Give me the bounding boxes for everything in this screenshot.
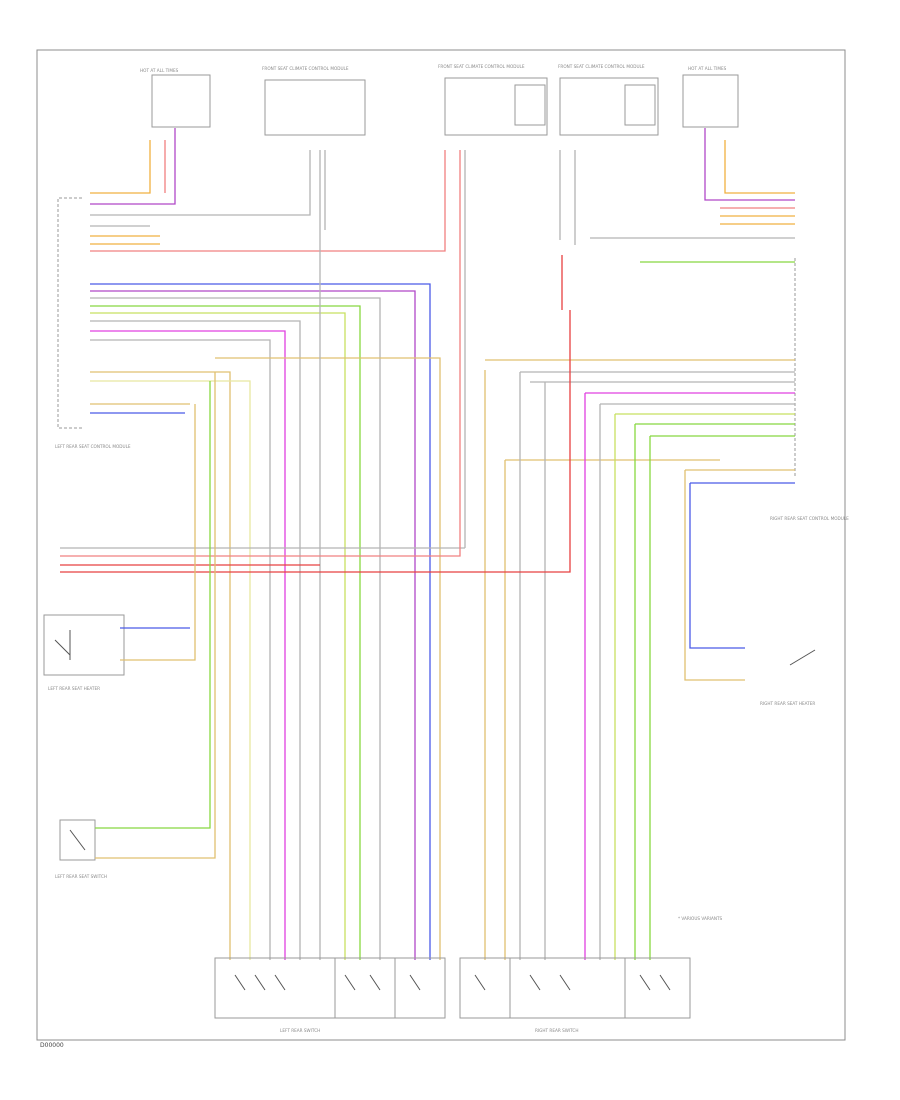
wire-left-switch-green <box>95 381 211 829</box>
hot-at-all-times-right-label: HOT AT ALL TIMES <box>688 66 727 71</box>
wire-middle-red-2 <box>60 310 571 573</box>
wire-tan-long-top <box>215 357 441 960</box>
diagram-border <box>36 49 846 1041</box>
left-rear-seat-switch-small: LEFT REAR SEAT SWITCH <box>55 819 107 879</box>
left-rear-seat-heater-switch: LEFT REAR SEAT HEATER <box>43 614 125 691</box>
hot-at-all-times-left-label: HOT AT ALL TIMES <box>140 68 179 73</box>
right-rear-switch-label: RIGHT REAR SWITCH <box>535 1028 579 1033</box>
wire-tan-left-1 <box>90 371 231 960</box>
left-rear-seat-module-label: LEFT REAR SEAT CONTROL MODULE <box>55 444 131 449</box>
right-rear-seat-heater-switch: RIGHT REAR SEAT HEATER <box>760 649 815 706</box>
wire-right-hot-orange <box>724 140 795 194</box>
wire-left-row-1 <box>90 150 311 216</box>
wire-left-hot-orange <box>90 140 151 194</box>
left-rear-switch-label: LEFT REAR SWITCH <box>280 1028 320 1033</box>
wire-middle-pink-1 <box>60 300 461 557</box>
footnote: * VARIOUS VARIANTS <box>678 916 723 921</box>
hot-at-all-times-left-box: HOT AT ALL TIMES <box>140 68 211 128</box>
left-rear-module-outline <box>57 197 82 429</box>
wire-gray-long <box>90 297 381 960</box>
right-rear-switch-bank: RIGHT REAR SWITCH <box>459 957 691 1033</box>
front-seat-mid-control-box: FRONT SEAT CLIMATE CONTROL MODULE <box>438 64 548 136</box>
wire-left-hot-violet <box>90 128 176 205</box>
hot-at-all-times-right-box: HOT AT ALL TIMES <box>682 66 739 128</box>
wire-left-row-5-red <box>90 150 446 252</box>
front-seat-mid-control-label: FRONT SEAT CLIMATE CONTROL MODULE <box>438 64 525 69</box>
wire-gray-short-2 <box>90 339 271 960</box>
front-seat-left-control-label: FRONT SEAT CLIMATE CONTROL MODULE <box>262 66 349 71</box>
wire-right-vert-blue <box>689 483 745 649</box>
wire-green-long <box>90 305 361 960</box>
wire-left-heater-tan <box>120 404 196 661</box>
left-rear-switch-bank: LEFT REAR SWITCH <box>214 957 446 1033</box>
front-seat-right-control-box: FRONT SEAT CLIMATE CONTROL MODULE <box>558 64 659 136</box>
wire-yellowgreen-left <box>90 380 251 960</box>
wire-violet-long <box>90 290 416 960</box>
wire-right-hot-violet <box>704 128 795 201</box>
wire-left-switch-tan <box>95 372 216 859</box>
wire-right-vert-tan-3 <box>684 470 745 681</box>
right-rear-seat-module-label: RIGHT REAR SEAT CONTROL MODULE <box>770 516 849 521</box>
left-rear-seat-switch-label: LEFT REAR SEAT SWITCH <box>55 874 107 879</box>
wire-blue-long <box>90 283 431 960</box>
front-seat-right-control-label: FRONT SEAT CLIMATE CONTROL MODULE <box>558 64 645 69</box>
wire-yellowgreen-long <box>90 312 346 960</box>
left-rear-seat-heater-label: LEFT REAR SEAT HEATER <box>48 686 100 691</box>
diagram-code: D00000 <box>40 1042 64 1049</box>
wire-gray-short-1 <box>90 320 301 960</box>
right-rear-seat-heater-label: RIGHT REAR SEAT HEATER <box>760 701 815 706</box>
front-seat-left-control-box: FRONT SEAT CLIMATE CONTROL MODULE <box>262 66 366 136</box>
wire-magenta-long <box>90 330 286 960</box>
